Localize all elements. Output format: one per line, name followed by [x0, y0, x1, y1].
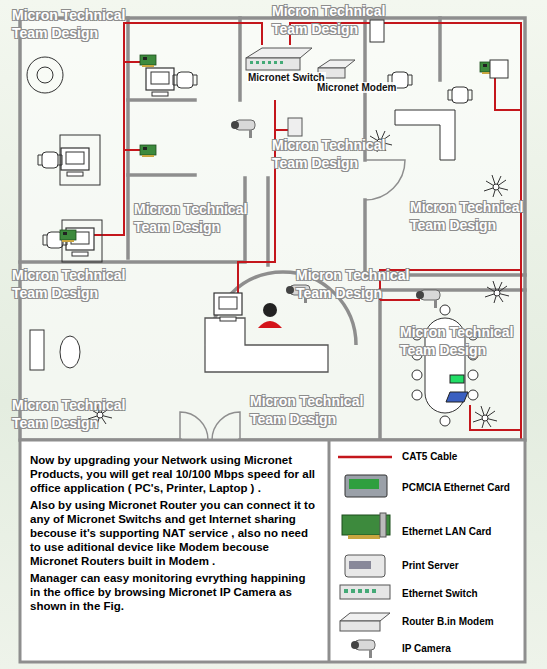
legend-text: IP Camera [402, 643, 451, 655]
watermark: Micron Technical Team Design [272, 2, 404, 38]
watermark: Micron Technical Team Design [12, 396, 144, 432]
watermark: Micron Technical Team Design [410, 198, 542, 234]
watermark: Micron Technical Team Design [296, 266, 428, 302]
watermark: Micron Technical Team Design [400, 323, 532, 359]
device-label: Micronet Switch [247, 72, 326, 83]
legend-text: PCMCIA Ethernet Card [402, 482, 510, 494]
device-label: Micronet Modem [316, 82, 397, 93]
watermark: Micron Technical Team Design [12, 6, 144, 42]
legend-text: Ethernet LAN Card [402, 526, 491, 538]
watermark: Micron Technical Team Design [134, 200, 266, 236]
panel-text: Manager can easy monitoring evrything ha… [30, 571, 318, 613]
watermark: Micron Technical Team Design [250, 392, 382, 428]
legend-text: Print Server [402, 560, 459, 572]
panel-text: Also by using Micronet Router you can co… [30, 498, 318, 568]
watermark: Micron Technical Team Design [272, 136, 404, 172]
info-panel: Now by upgrading your Network using Micr… [24, 447, 324, 622]
watermark: Micron Technical Team Design [12, 266, 144, 302]
legend-text: CAT5 Cable [402, 451, 457, 463]
legend-text: Ethernet Switch [402, 588, 478, 600]
panel-text: Now by upgrading your Network using Micr… [30, 453, 318, 495]
legend-text: Router B.in Modem [402, 616, 494, 628]
